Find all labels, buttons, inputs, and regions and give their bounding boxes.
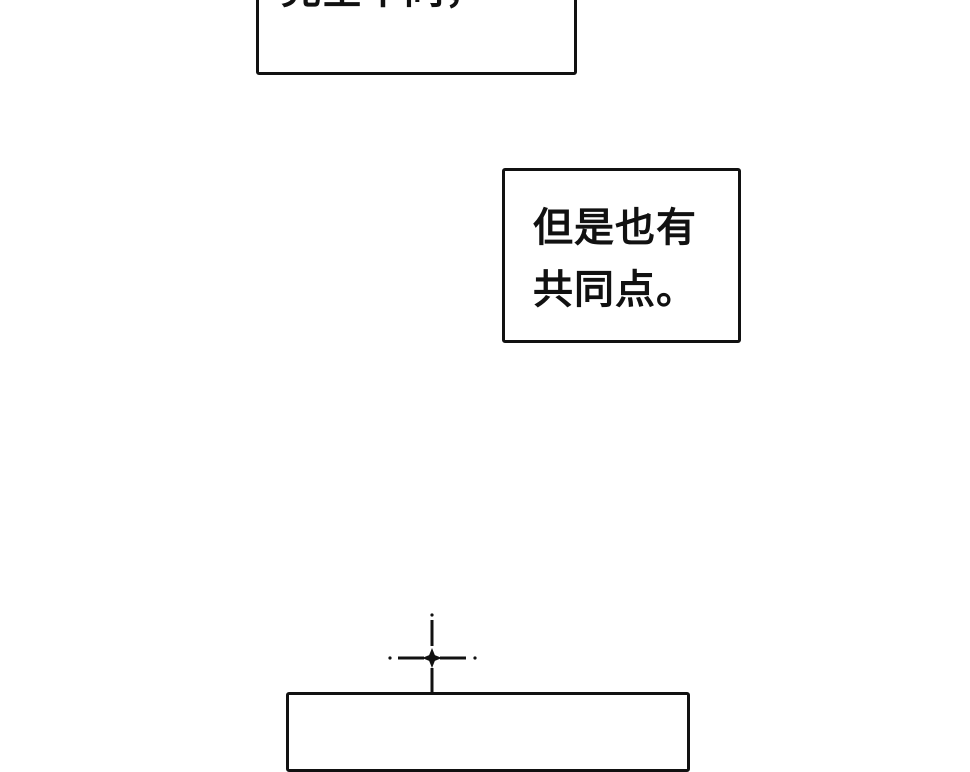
speech-text: 但是也有 共同点。 bbox=[533, 197, 697, 321]
speech-line-1: 但是也有 bbox=[533, 205, 697, 251]
speech-line-2: 共同点。 bbox=[533, 267, 697, 313]
speech-text: 完全不同， bbox=[281, 0, 486, 21]
speech-box-middle: 但是也有 共同点。 bbox=[502, 168, 741, 343]
speech-box-top: 完全不同， bbox=[256, 0, 577, 75]
sparkle-icon bbox=[388, 613, 477, 694]
speech-box-bottom bbox=[286, 692, 690, 772]
